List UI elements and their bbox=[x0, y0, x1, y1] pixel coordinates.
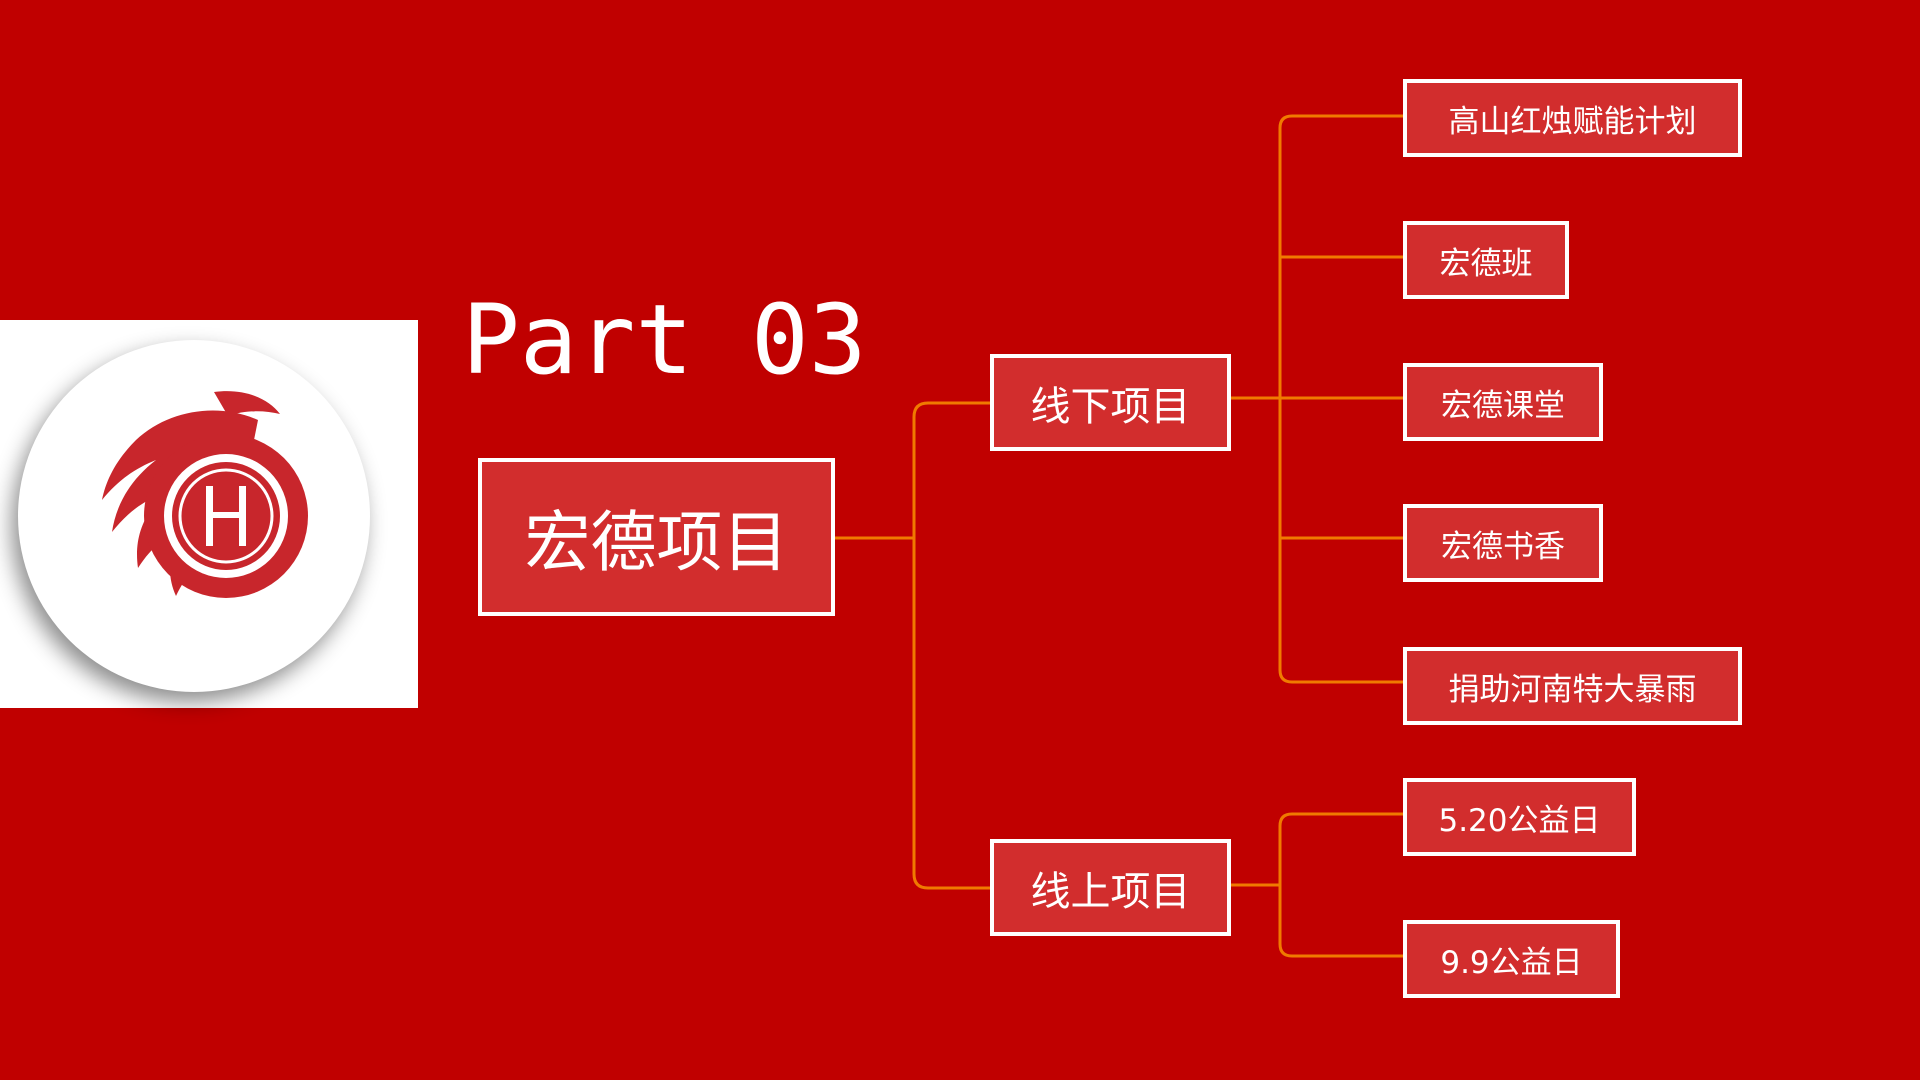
branch-node-offline: 线下项目 bbox=[990, 354, 1231, 451]
root-node: 宏德项目 bbox=[478, 458, 835, 616]
logo-panel bbox=[0, 320, 418, 708]
phoenix-h-emblem-icon bbox=[102, 391, 308, 598]
leaf-node: 高山红烛赋能计划 bbox=[1403, 79, 1742, 157]
branch-node-online: 线上项目 bbox=[990, 839, 1231, 936]
leaf-node: 9.9公益日 bbox=[1403, 920, 1620, 998]
leaf-node: 宏德书香 bbox=[1403, 504, 1603, 582]
leaf-node: 宏德班 bbox=[1403, 221, 1569, 299]
leaf-node: 捐助河南特大暴雨 bbox=[1403, 647, 1742, 725]
logo-circle bbox=[18, 340, 370, 692]
section-title: Part 03 bbox=[462, 284, 867, 396]
leaf-node: 5.20公益日 bbox=[1403, 778, 1636, 856]
leaf-node: 宏德课堂 bbox=[1403, 363, 1603, 441]
